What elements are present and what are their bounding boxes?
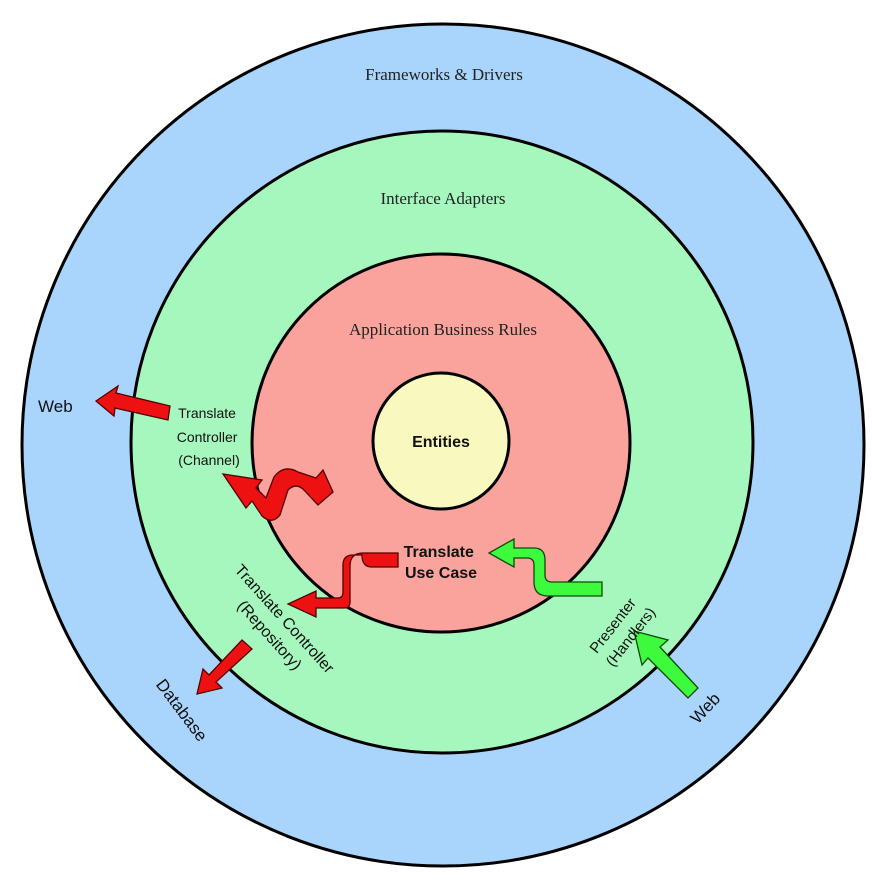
arrow-usecase-to-controller-repository	[286, 552, 399, 619]
frameworks-drivers-label: Frameworks & Drivers	[365, 65, 523, 84]
arrow-web-to-presenter	[633, 630, 699, 699]
application-business-rules-label: Application Business Rules	[349, 320, 537, 339]
translate-controller-channel-label: Translate Controller (Channel)	[177, 405, 242, 468]
translate-use-case-label: Translate Use Case	[404, 544, 479, 582]
arrow-to-web-left	[94, 384, 171, 421]
web-left-label: Web	[38, 397, 73, 416]
arrow-to-database	[196, 639, 253, 695]
entities-label: Entities	[412, 434, 470, 451]
interface-adapters-label: Interface Adapters	[380, 189, 505, 208]
arrow-usecase-to-controller-channel	[221, 468, 334, 521]
entities-circle	[371, 371, 511, 511]
arrow-presenter-to-usecase	[487, 537, 603, 597]
